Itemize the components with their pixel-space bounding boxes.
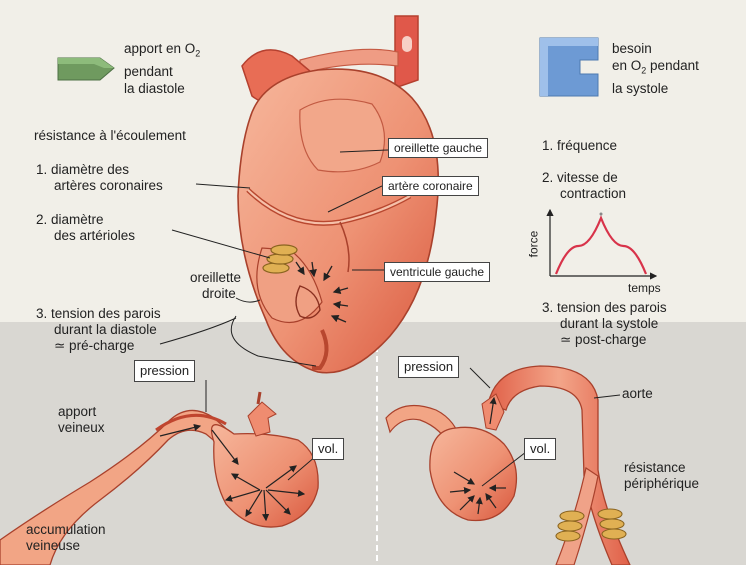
force-peak-point (600, 213, 603, 216)
o2-demand-icon (540, 38, 598, 96)
left-ventricle-label: ventricule gauche (384, 262, 490, 282)
peripheral-coil-icon (556, 509, 626, 541)
coronary-artery-label: artère coronaire (382, 176, 479, 196)
right-factor-2: 2. vitesse de contraction (542, 170, 626, 202)
left-factor-1: 1. diamètre des artères coronaires (36, 162, 163, 194)
left-atrium-label: oreillette gauche (388, 138, 488, 158)
o2-supply-label: apport en O2 pendant la diastole (124, 40, 200, 97)
left-factor-3: 3. tension des parois durant la diastole… (36, 306, 161, 354)
chart-y-label: force (525, 231, 541, 258)
left-factor-2: 2. diamètre des artérioles (36, 212, 135, 244)
flow-resistance-heading: résistance à l'écoulement (34, 128, 186, 144)
venous-accumulation-label: accumulation veineuse (26, 522, 106, 554)
right-factor-3: 3. tension des parois durant la systole … (542, 300, 667, 348)
o2-demand-label: besoin en O2 pendant la systole (612, 40, 699, 97)
right-atrium-label: oreillette droite (190, 270, 241, 302)
aorta-label: aorte (622, 386, 653, 402)
volume-label-right: vol. (524, 438, 556, 460)
peripheral-resistance-label: résistance périphérique (624, 460, 699, 492)
o2-supply-icon (58, 58, 114, 80)
chart-x-label: temps (628, 280, 661, 296)
volume-label-left: vol. (312, 438, 344, 460)
force-chart (550, 210, 656, 276)
systole-heart-illustration (386, 366, 630, 565)
venous-return-label: apport veineux (58, 404, 105, 436)
pressure-label-left: pression (134, 360, 195, 382)
right-factor-1: 1. fréquence (542, 138, 617, 154)
force-curve (556, 218, 646, 274)
pressure-label-right: pression (398, 356, 459, 378)
